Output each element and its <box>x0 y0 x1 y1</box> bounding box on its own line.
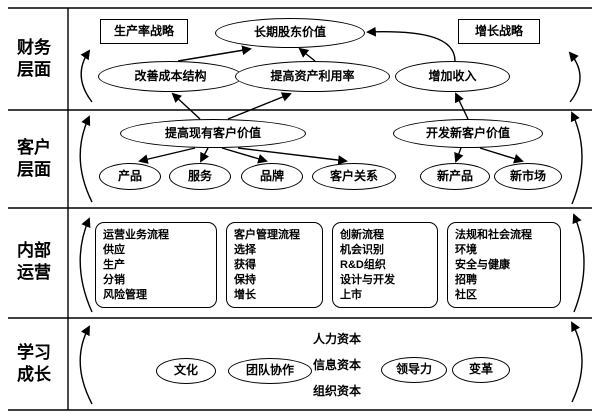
attribute-service: 服务 <box>169 163 231 190</box>
arrow-new-to-newproduct <box>454 147 464 163</box>
arrow-existing-to-relationship <box>237 147 348 165</box>
process-item: 招聘 <box>455 274 477 286</box>
right-arc-customer <box>570 111 583 205</box>
growth-strategy-box: 增长战略 <box>458 19 540 44</box>
arrow-new-to-newmarket <box>479 147 524 164</box>
right-arc-internal <box>572 213 585 313</box>
process-item: R&D组织 <box>340 259 386 271</box>
perspective-internal: 内部 运营 <box>17 241 51 283</box>
left-arc-financial <box>80 49 93 103</box>
perspective-financial: 财务 层面 <box>17 38 51 80</box>
process-item: 机会识别 <box>340 244 384 256</box>
process-item: 上市 <box>340 289 362 301</box>
attribute-new-product: 新产品 <box>420 163 490 190</box>
enabler-change: 变革 <box>452 357 510 383</box>
process-item: 选择 <box>234 244 256 256</box>
arrow-existing-to-product <box>138 147 196 164</box>
arrow-existing-to-brand <box>221 147 268 164</box>
right-arc-learning <box>571 321 583 403</box>
process-title: 客户管理流程 <box>234 229 300 241</box>
attribute-new-market: 新市场 <box>494 163 562 190</box>
arrow-asset-to-shareholder <box>298 47 316 62</box>
existing-customer-value-node: 提高现有客户价值 <box>120 119 306 148</box>
enabler-teamwork: 团队协作 <box>228 358 312 384</box>
process-box-regulatory-social: 法规和社会流程 环境 安全与健康 招聘 社区 <box>447 222 561 308</box>
capital-organization: 组织资本 <box>313 384 362 398</box>
attribute-relationship: 客户关系 <box>312 163 396 190</box>
process-item: 安全与健康 <box>455 259 510 271</box>
attribute-product: 产品 <box>99 163 161 190</box>
enabler-culture: 文化 <box>156 358 216 384</box>
process-item: 环境 <box>455 244 477 256</box>
process-item: 保持 <box>234 274 256 286</box>
process-title: 创新流程 <box>340 229 384 241</box>
process-item: 分销 <box>103 274 125 286</box>
new-customer-value-node: 开发新客户价值 <box>393 119 543 148</box>
band-divider-lines <box>8 7 592 411</box>
process-item: 生产 <box>103 259 125 271</box>
asset-utilization-node: 提高资产利用率 <box>235 61 390 92</box>
left-arc-internal <box>79 217 93 313</box>
process-item: 增长 <box>234 289 256 301</box>
process-box-operations: 运营业务流程 供应 生产 分销 风险管理 <box>95 222 217 308</box>
increase-revenue-node: 增加收入 <box>395 61 510 92</box>
process-item: 社区 <box>455 289 477 301</box>
capital-human: 人力资本 <box>313 332 362 346</box>
arrow-new-to-revenue <box>454 92 469 120</box>
arrow-revenue-to-shareholder <box>366 26 456 62</box>
process-item: 获得 <box>234 259 256 271</box>
process-box-customer-mgmt: 客户管理流程 选择 获得 保持 增长 <box>226 222 323 308</box>
process-title: 运营业务流程 <box>103 229 169 241</box>
shareholder-value-node: 长期股东价值 <box>215 18 365 48</box>
right-arc-financial <box>568 51 581 103</box>
arrow-cost-to-shareholder <box>177 45 252 62</box>
arrow-existing-to-asset <box>227 92 292 120</box>
process-item: 设计与开发 <box>340 274 395 286</box>
left-arc-learning <box>79 325 93 405</box>
improve-cost-node: 改善成本结构 <box>98 61 243 92</box>
left-arc-customer <box>79 115 93 203</box>
capital-information: 信息资本 <box>313 358 362 372</box>
process-title: 法规和社会流程 <box>455 229 532 241</box>
perspective-customer: 客户 层面 <box>17 138 51 180</box>
process-box-innovation: 创新流程 机会识别 R&D组织 设计与开发 上市 <box>332 222 438 308</box>
productivity-strategy-box: 生产率战略 <box>100 19 188 44</box>
enabler-leadership: 领导力 <box>381 357 447 383</box>
attribute-brand: 品牌 <box>241 163 303 190</box>
causal-arrows <box>79 26 585 405</box>
arrow-existing-to-cost <box>171 92 201 120</box>
process-item: 供应 <box>103 244 125 256</box>
process-item: 风险管理 <box>103 289 147 301</box>
arrow-existing-to-service <box>200 147 210 163</box>
perspective-learning: 学习 成长 <box>17 343 51 385</box>
